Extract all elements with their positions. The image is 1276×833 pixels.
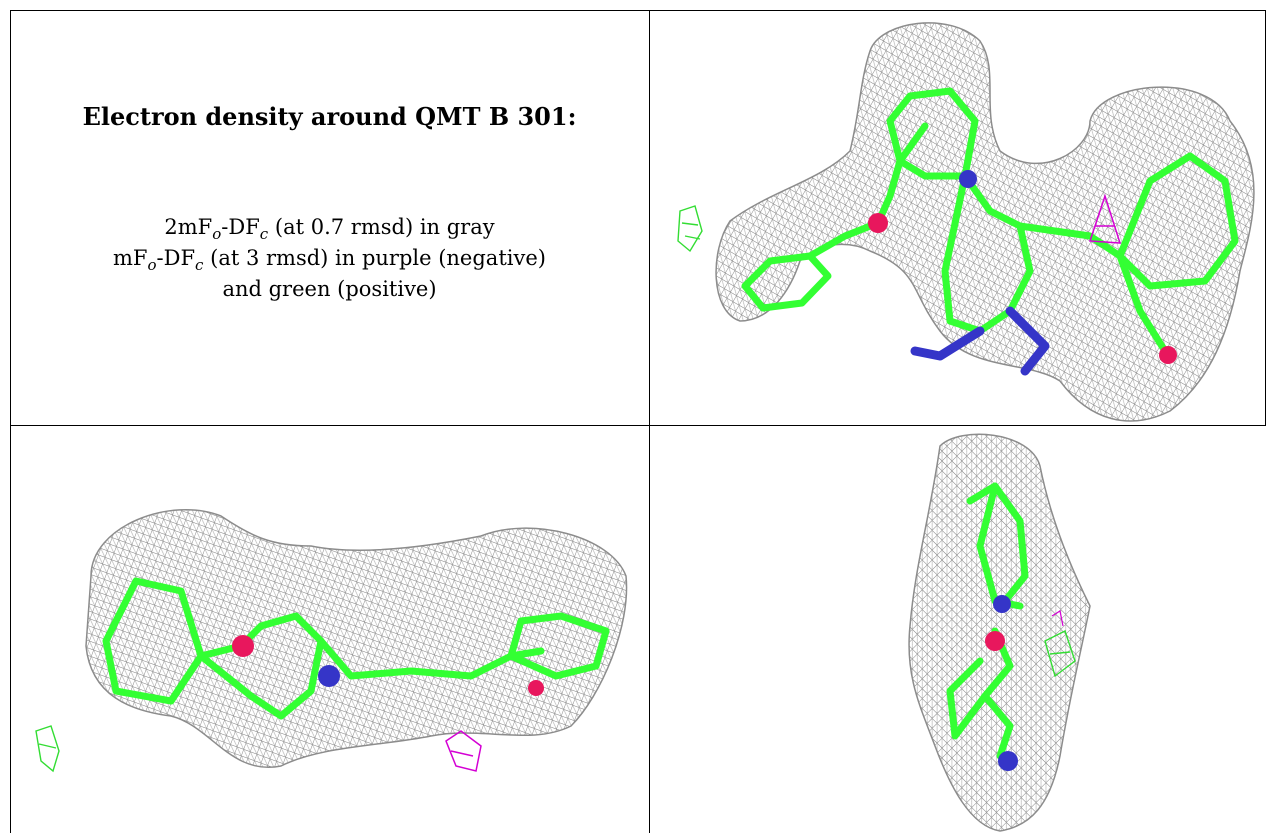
- positive-density-blob-end: [1044, 630, 1076, 678]
- table-top-rule: [10, 10, 1266, 11]
- density-image-top: [677, 22, 1255, 422]
- nitrogen-atom-end: [993, 595, 1011, 613]
- density-image-end: [908, 433, 1091, 832]
- oxygen-atom-2: [1159, 346, 1177, 364]
- negative-density-blob-side: [445, 730, 482, 772]
- nitrogen-atom-end-2: [998, 751, 1018, 771]
- oxygen-atom-side: [232, 635, 254, 657]
- density-view-side: [11, 426, 649, 833]
- oxygen-atom: [868, 213, 888, 233]
- positive-density-blob-side: [35, 725, 60, 773]
- density-image-side: [35, 508, 628, 773]
- negative-density-blob-end: [1051, 610, 1064, 627]
- nitrogen-atom: [959, 170, 977, 188]
- table-middle-rule: [10, 425, 1266, 426]
- ligand-sticks: [741, 87, 1239, 376]
- gray-mesh-side: [85, 508, 628, 769]
- table-left-rule: [10, 10, 11, 833]
- gray-mesh: [715, 22, 1255, 422]
- caption-title: Electron density around QMT B 301:: [82, 102, 577, 131]
- negative-density-blob: [1088, 193, 1122, 244]
- legend-line-difference: mFo-DFc (at 3 rmsd) in purple (negative): [113, 246, 546, 274]
- oxygen-atom-side-2: [528, 680, 544, 696]
- table-right-rule: [1265, 10, 1266, 425]
- table-center-rule: [649, 10, 650, 833]
- nitrogen-atom-side: [318, 665, 340, 687]
- caption-legend: 2mFo-DFc (at 0.7 rmsd) in gray mFo-DFc (…: [10, 212, 649, 305]
- caption-cell: Electron density around QMT B 301: 2mFo-…: [10, 10, 649, 425]
- oxygen-atom-end: [985, 631, 1005, 651]
- density-view-top: [650, 11, 1265, 425]
- figure-table: Electron density around QMT B 301: 2mFo-…: [10, 10, 1266, 833]
- density-view-end: [650, 426, 1265, 833]
- positive-density-blob: [677, 205, 703, 253]
- legend-line-gray: 2mFo-DFc (at 0.7 rmsd) in gray: [164, 215, 495, 243]
- legend-line-positive: and green (positive): [222, 277, 437, 301]
